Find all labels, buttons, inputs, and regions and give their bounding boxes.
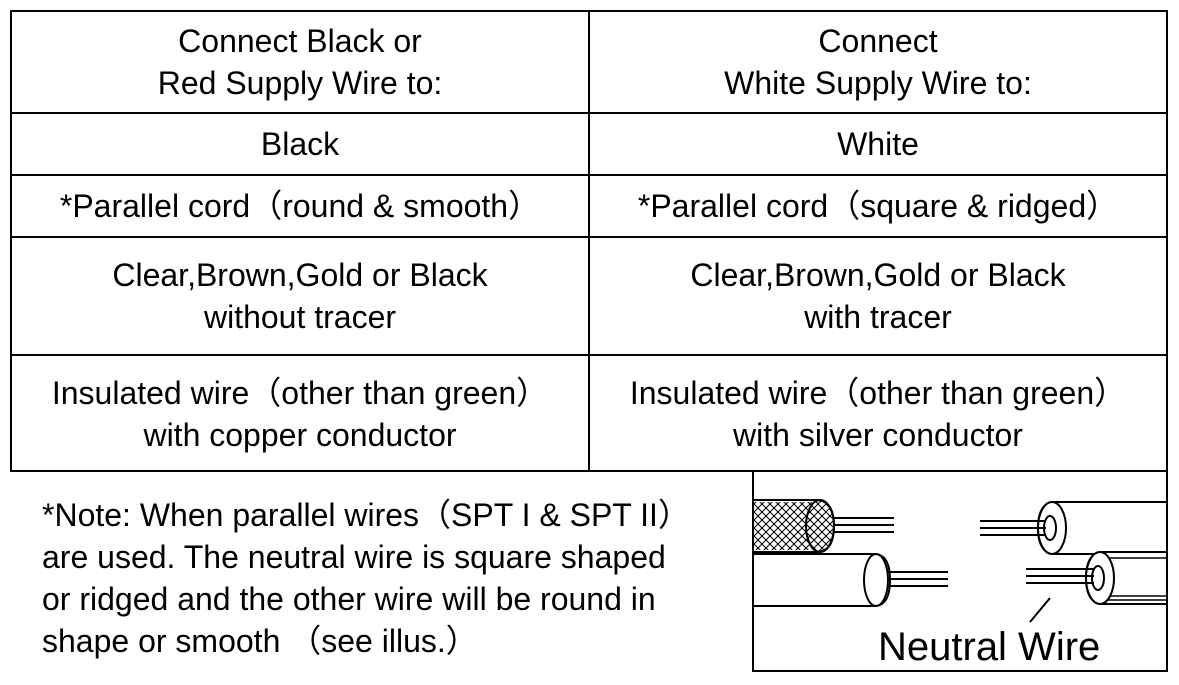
table-row: Clear,Brown,Gold or Black without tracer… <box>12 238 1166 356</box>
cell-white-side: Clear,Brown,Gold or Black with tracer <box>690 257 1066 335</box>
cell-black-side: *Parallel cord（round & smooth） <box>12 176 590 236</box>
cell-white-side: *Parallel cord（square & ridged） <box>637 188 1119 224</box>
neutral-wire-label: Neutral Wire <box>878 625 1101 669</box>
parallel-wire-note: *Note: When parallel wires（SPT I & SPT I… <box>42 497 690 659</box>
cell-black-side: Insulated wire（other than green） with co… <box>12 356 590 472</box>
header-white-supply: Connect White Supply Wire to: <box>724 23 1032 101</box>
cell-white-side: White <box>837 126 919 162</box>
table-row: Black White <box>12 114 1166 176</box>
header-black-red-supply: Connect Black or Red Supply Wire to: <box>12 12 590 112</box>
cell-black-side: Black <box>12 114 590 174</box>
wire-drawing-icon <box>754 499 1166 623</box>
cell-white-side: Insulated wire（other than green） with si… <box>629 375 1127 453</box>
neutral-wire-icon <box>1026 551 1166 623</box>
table-row: Insulated wire（other than green） with co… <box>12 356 1166 472</box>
round-wire-icon <box>754 499 894 553</box>
wire-illustration: Neutral Wire <box>752 470 1168 672</box>
table-row: *Parallel cord（round & smooth） *Parallel… <box>12 176 1166 238</box>
ridged-wire-icon <box>980 501 1166 555</box>
cell-black-side: Clear,Brown,Gold or Black without tracer <box>12 238 590 354</box>
smooth-wire-icon <box>754 553 948 607</box>
table-header-row: Connect Black or Red Supply Wire to: Con… <box>12 12 1166 114</box>
wire-connection-table: Connect Black or Red Supply Wire to: Con… <box>10 10 1168 472</box>
